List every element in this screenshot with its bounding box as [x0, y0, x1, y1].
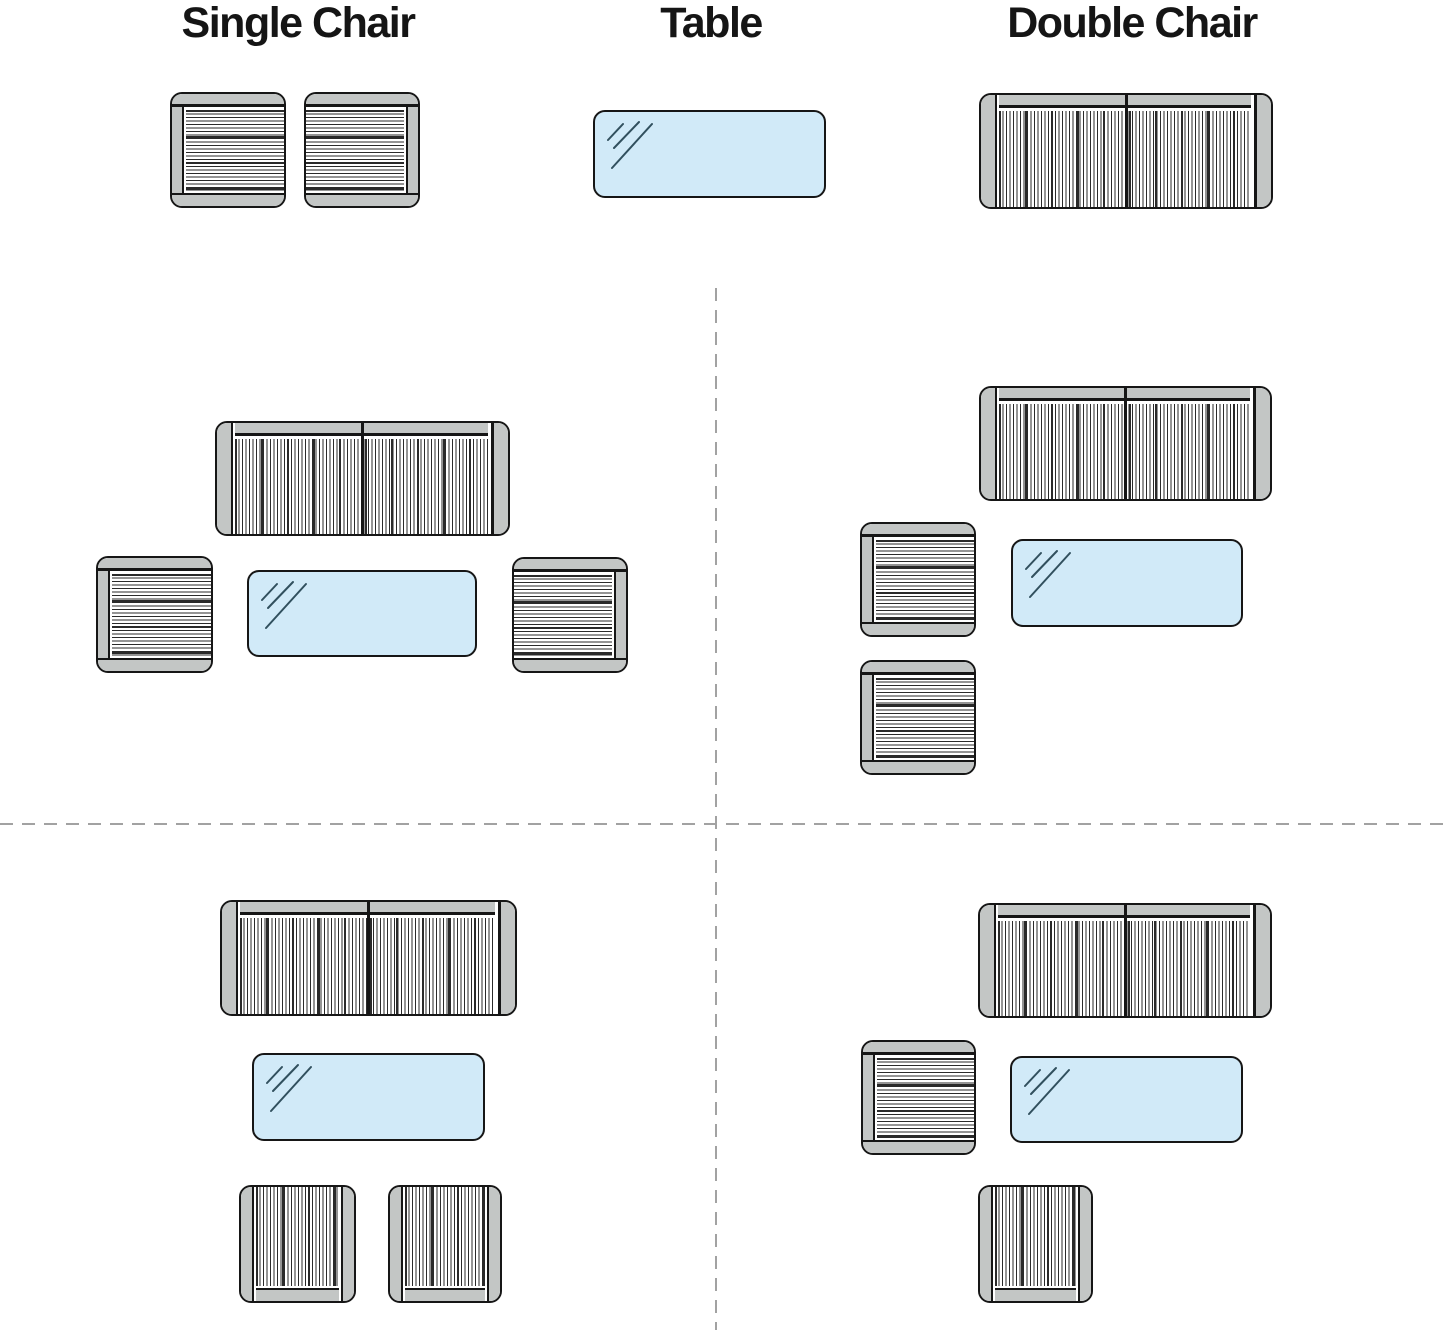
chair-frame-top	[863, 1042, 974, 1055]
chair-seat	[876, 540, 974, 620]
chair-seat	[186, 110, 284, 191]
chair-frame-top	[172, 94, 284, 107]
chair-frame-bottom	[514, 658, 626, 671]
legend-single-chair-left-icon	[304, 92, 420, 208]
layout3-single-chair-right-icon	[388, 1185, 502, 1303]
layout4-single-chair-side-icon	[861, 1040, 976, 1155]
chair-seat	[306, 110, 404, 191]
glass-shine-icon	[1025, 550, 1071, 598]
chair-seat	[514, 575, 612, 656]
chair-seat	[256, 1187, 339, 1286]
glass-shine-icon	[607, 121, 653, 169]
legend-title-table: Table	[660, 0, 763, 47]
chair-armrest-right	[1078, 1187, 1091, 1301]
layout1-double-chair-icon	[215, 421, 510, 536]
layout4-table-icon	[1010, 1056, 1243, 1143]
layout3-single-chair-left-icon	[239, 1185, 356, 1303]
sofa-seat-divider	[361, 423, 364, 534]
chair-seat	[877, 1058, 974, 1138]
chair-frame-bottom	[306, 193, 418, 206]
glass-shine-icon	[1024, 1067, 1070, 1115]
chair-armrest-left	[390, 1187, 403, 1301]
legend-table-icon	[593, 110, 826, 198]
chair-frame-bottom	[862, 760, 974, 773]
chair-frame-top	[862, 662, 974, 675]
sofa-seat-divider	[1124, 388, 1127, 499]
chair-seat	[995, 1187, 1076, 1286]
chair-armrest-left	[241, 1187, 254, 1301]
layout1-table-icon	[247, 570, 477, 657]
chair-seat	[112, 574, 211, 656]
sofa-armrest-right	[491, 423, 508, 534]
sofa-armrest-left	[222, 902, 238, 1014]
chair-armrest	[406, 107, 418, 193]
sofa-armrest-right	[1254, 95, 1271, 207]
chair-backrest	[995, 1288, 1076, 1301]
sofa-seat-divider	[367, 902, 370, 1014]
layout2-table-icon	[1011, 539, 1243, 627]
chair-frame-bottom	[863, 1140, 974, 1153]
legend-title-double-chair: Double Chair	[1007, 0, 1258, 47]
chair-backrest	[405, 1288, 485, 1301]
legend-single-chair-right-icon	[170, 92, 286, 208]
legend-double-chair-icon	[979, 93, 1273, 209]
glass-shine-icon	[266, 1064, 312, 1112]
chair-frame-bottom	[172, 193, 284, 206]
chair-armrest	[98, 571, 110, 658]
chair-armrest	[614, 572, 626, 658]
chair-seat	[876, 678, 974, 758]
layout2-single-chair-lower-icon	[860, 660, 976, 775]
sofa-seat-divider	[1123, 905, 1127, 1016]
chair-frame-top	[306, 94, 418, 107]
sofa-armrest-left	[981, 95, 997, 207]
chair-seat	[405, 1187, 485, 1286]
layout3-table-icon	[252, 1053, 485, 1141]
layout3-double-chair-icon	[220, 900, 517, 1016]
chair-armrest-right	[487, 1187, 500, 1301]
chair-armrest	[862, 675, 874, 760]
layout4-single-chair-bottom-icon	[978, 1185, 1093, 1303]
sofa-armrest-right	[1253, 388, 1270, 499]
sofa-armrest-left	[980, 905, 996, 1016]
sofa-seat-divider	[1124, 95, 1128, 207]
chair-frame-top	[862, 524, 974, 537]
chair-frame-bottom	[98, 658, 211, 671]
chair-frame-bottom	[862, 622, 974, 635]
legend-title-single-chair: Single Chair	[181, 0, 416, 47]
chair-backrest	[256, 1288, 339, 1301]
layout2-double-chair-icon	[979, 386, 1272, 501]
layout1-single-chair-left-side-icon	[96, 556, 213, 673]
layout4-double-chair-icon	[978, 903, 1272, 1018]
sofa-armrest-right	[498, 902, 515, 1014]
sofa-armrest-left	[981, 388, 997, 499]
vertical-dashed-divider	[715, 288, 717, 1330]
chair-armrest	[863, 1055, 875, 1140]
chair-armrest-right	[341, 1187, 354, 1301]
sofa-armrest-right	[1253, 905, 1270, 1016]
horizontal-dashed-divider	[0, 823, 1445, 825]
glass-shine-icon	[261, 581, 307, 629]
chair-armrest-left	[980, 1187, 993, 1301]
layout2-single-chair-upper-icon	[860, 522, 976, 637]
chair-armrest	[172, 107, 184, 193]
layout1-single-chair-right-side-icon	[512, 557, 628, 673]
chair-frame-top	[514, 559, 626, 572]
chair-armrest	[862, 537, 874, 622]
sofa-armrest-left	[217, 423, 233, 534]
chair-frame-top	[98, 558, 211, 571]
